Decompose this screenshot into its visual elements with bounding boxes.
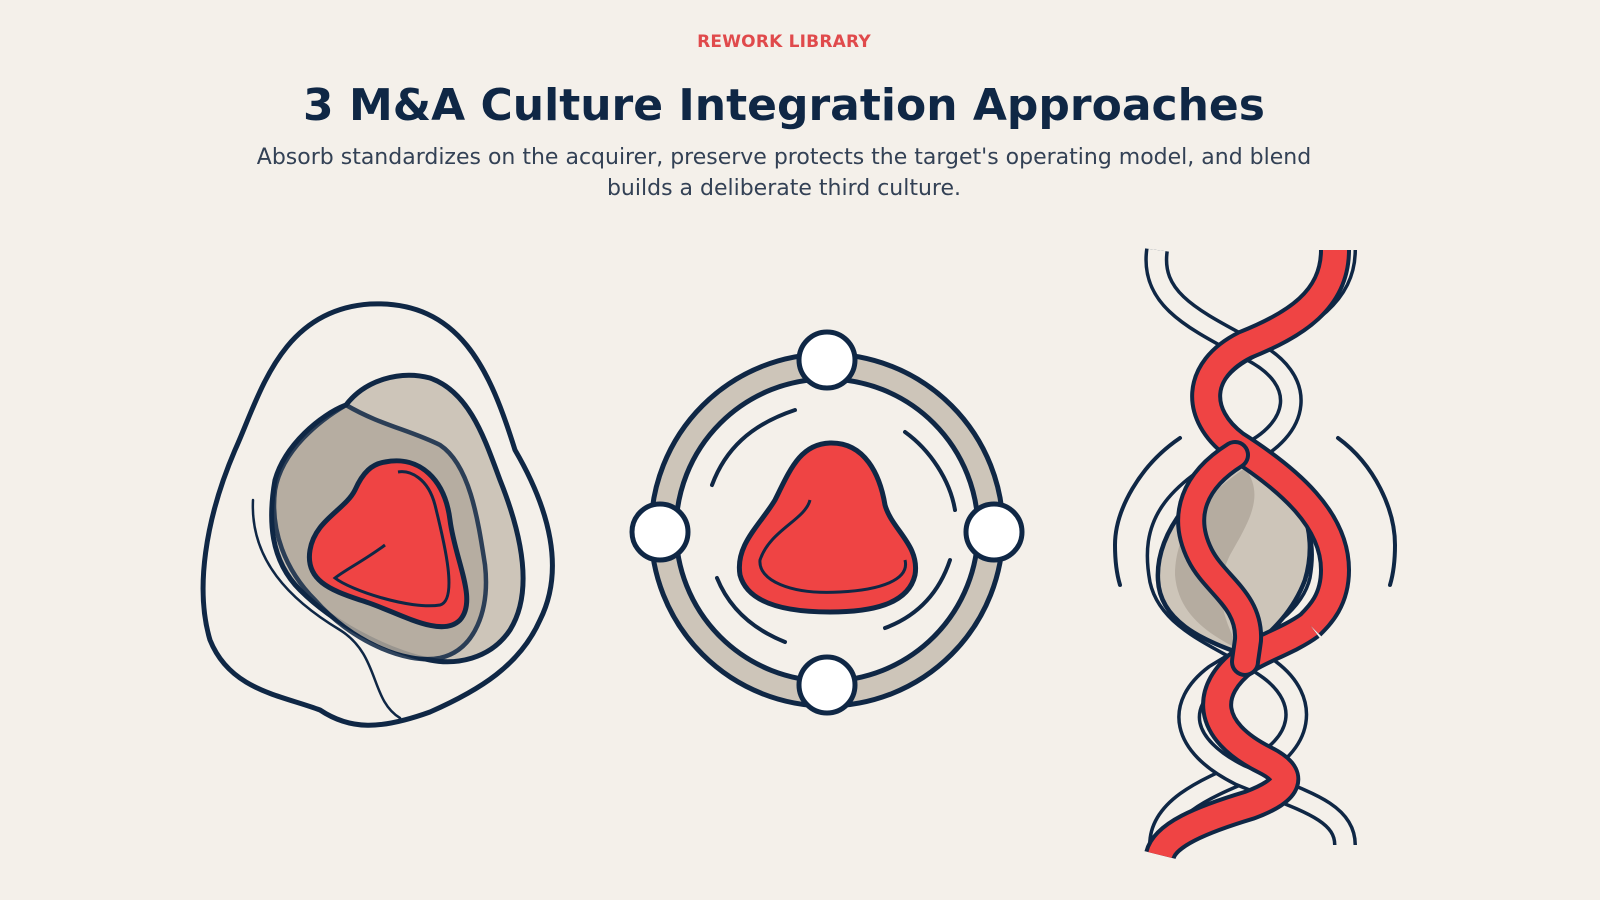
- preserve-target-core: [736, 440, 919, 615]
- preserve-node-top: [796, 329, 858, 391]
- preserve-node-left: [629, 501, 691, 563]
- blend-illustration: [1112, 248, 1398, 861]
- page-title: 3 M&A Culture Integration Approaches: [303, 80, 1265, 131]
- absorb-core-detail: [332, 470, 451, 608]
- preserve-core-detail: [758, 499, 907, 594]
- absorb-motion-arc: [251, 498, 402, 720]
- absorb-illustration: [200, 301, 555, 728]
- preserve-node-bottom: [796, 654, 858, 716]
- page-subtitle: Absorb standardizes on the acquirer, pre…: [256, 145, 1312, 201]
- preserve-arc-top-right: [903, 430, 957, 512]
- preserve-arc-top-left: [710, 408, 797, 487]
- preserve-arc-bottom-left: [715, 576, 787, 644]
- blend-side-arc-right: [1336, 436, 1398, 587]
- preserve-arc-bottom-right: [883, 558, 952, 630]
- preserve-illustration: [629, 329, 1025, 716]
- blend-red-strand-inner-fill: [1180, 444, 1259, 673]
- blend-side-arc-left: [1112, 436, 1182, 587]
- preserve-node-right: [963, 501, 1025, 563]
- eyebrow-label: REWORK LIBRARY: [697, 32, 871, 52]
